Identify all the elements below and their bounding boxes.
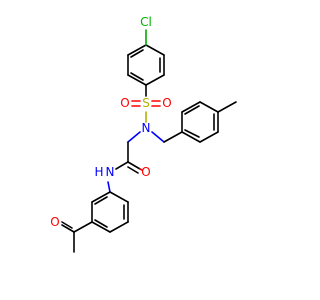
carbonyl-double-bond [127, 161, 141, 170]
n-ch2-bond [151, 131, 165, 143]
atom-o-sulfonyl-right: O [162, 96, 171, 110]
atom-o-sulfonyl-left: O [120, 96, 129, 110]
atom-n-sulfonamide: N [142, 121, 151, 135]
nh-aryl-bond [107, 181, 111, 193]
atom-h-amide: H [94, 165, 103, 179]
methyl-bond [217, 101, 237, 113]
bonds [61, 29, 237, 253]
atom-s: S [142, 96, 150, 110]
aryl-ketone-bond [73, 221, 93, 233]
atom-n-amide: N [106, 165, 115, 179]
atom-o-amide: O [141, 165, 150, 179]
acetylphenyl-ring [91, 191, 129, 233]
methylphenyl-ring [181, 101, 219, 143]
molecule-structure-diagram: Cl S O O N O N H O [50, 15, 237, 253]
ketone-double-bond [61, 224, 75, 233]
atom-cl: Cl [140, 15, 152, 29]
n-ch2-acetamide-bond [127, 131, 141, 143]
atom-labels: Cl S O O N O N H O [50, 15, 171, 229]
atom-o-ketone: O [50, 215, 59, 229]
chlorophenyl-ring [127, 44, 165, 86]
c-nh-bond [115, 161, 129, 170]
